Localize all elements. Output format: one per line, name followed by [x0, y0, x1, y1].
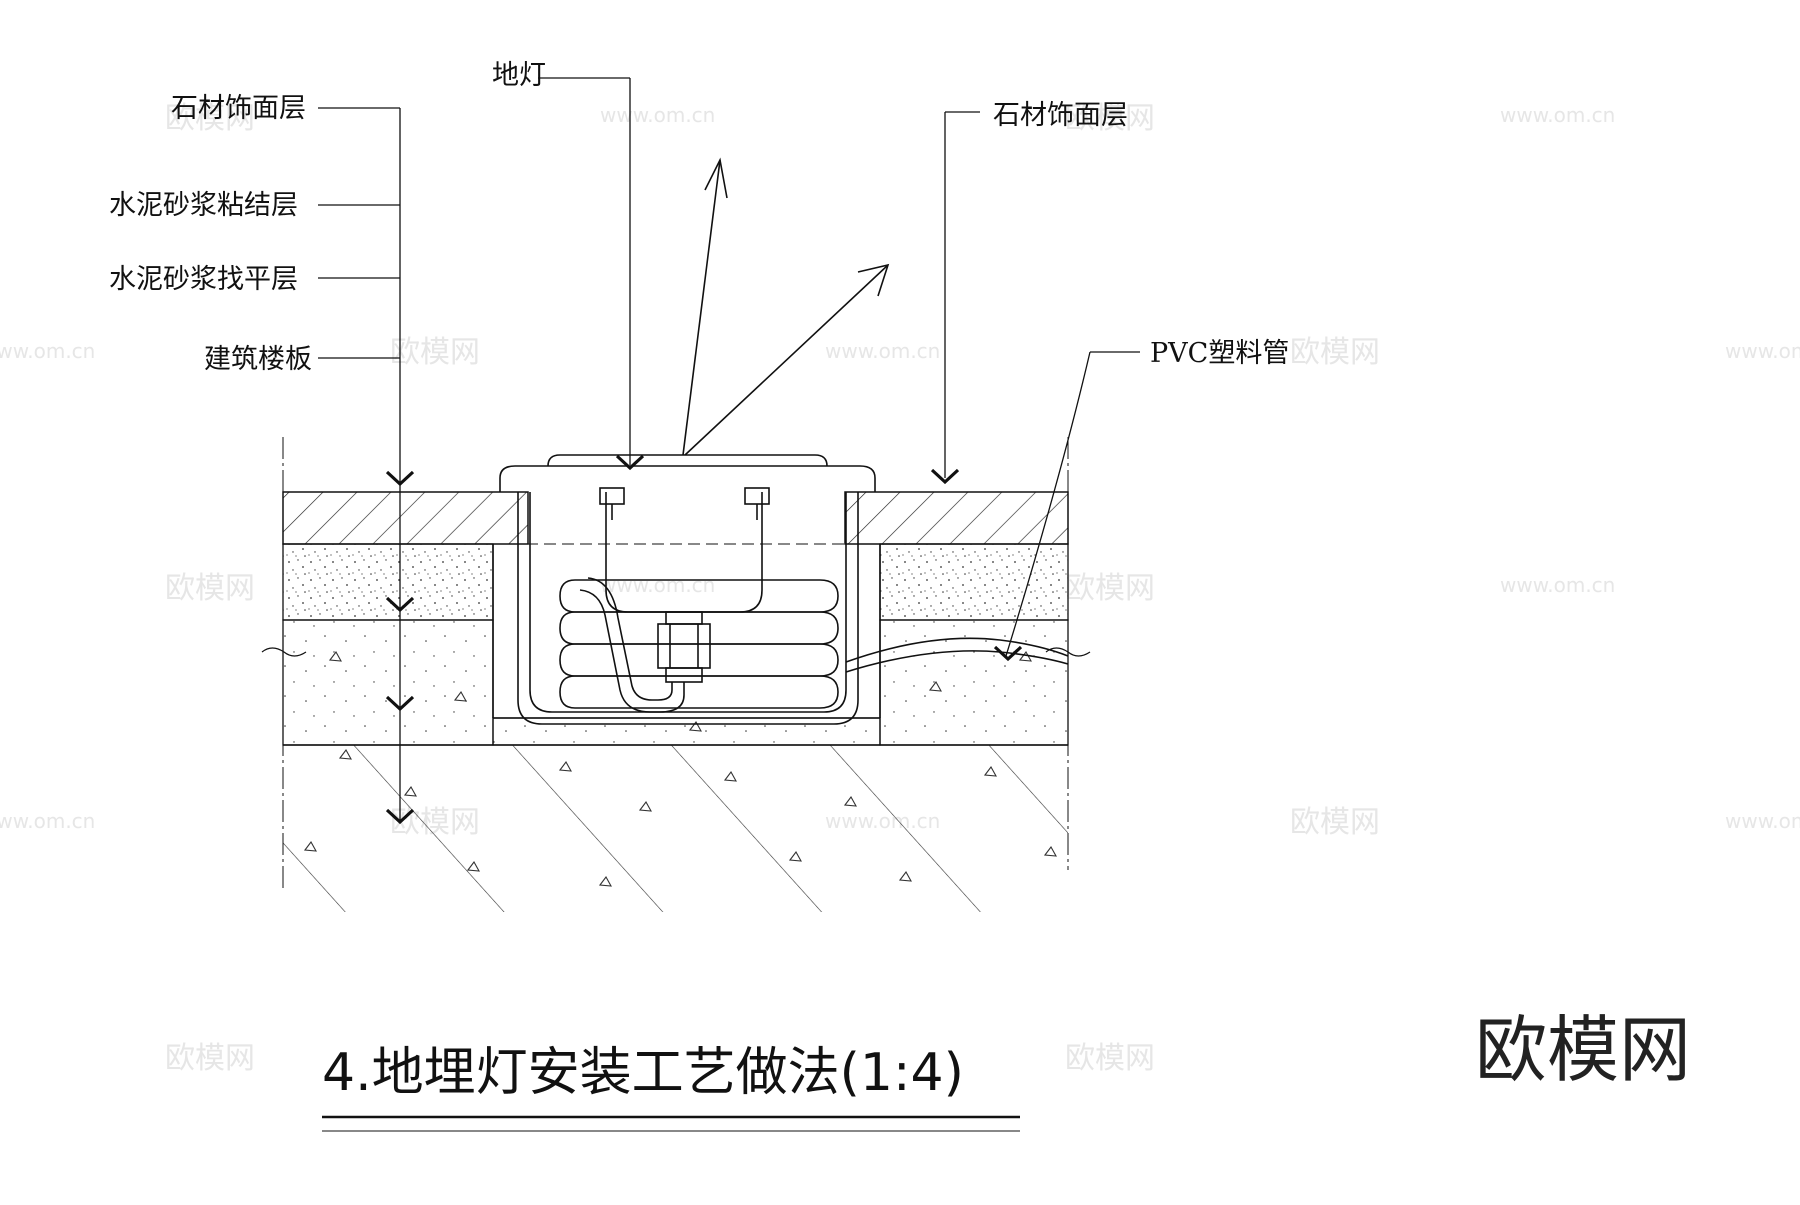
structural-slab [283, 745, 1068, 912]
lamp-cavity [490, 543, 883, 719]
label-stone-finish-left: 石材饰面层 [171, 93, 306, 124]
bonding-layer-right [879, 543, 1069, 621]
light-ray-arrows [682, 157, 890, 456]
leader-lines [318, 77, 1140, 820]
watermark-url: www.om.cn [1500, 573, 1615, 597]
watermark-url: www.om.cn [1500, 103, 1615, 127]
watermark-text: 欧模网 [1065, 1041, 1155, 1076]
watermark-url: www.om.cn [1725, 809, 1800, 833]
leveling-layer-right [879, 619, 1069, 746]
label-ground-lamp: 地灯 [492, 60, 546, 91]
label-stone-finish-right: 石材饰面层 [993, 100, 1128, 131]
page-title: 4.地埋灯安装工艺做法(1:4) [322, 1043, 964, 1103]
label-leveling-layer: 水泥砂浆找平层 [109, 264, 298, 295]
leveling-layer-left [282, 619, 494, 746]
aggregate-marks [303, 650, 1057, 887]
floor-layers [261, 437, 1091, 912]
watermark-url: www.om.cn [600, 573, 715, 597]
watermark-text: 欧模网 [390, 335, 480, 370]
watermark-text: 欧模网 [1290, 805, 1380, 840]
watermark-url: www.om.cn [600, 103, 715, 127]
label-floor-slab: 建筑楼板 [204, 344, 312, 375]
stone-layer-right [844, 491, 1069, 545]
watermark-text: 欧模网 [1065, 571, 1155, 606]
in-ground-light-fixture [499, 454, 1069, 725]
watermark-text: 欧模网 [165, 101, 255, 136]
watermark-text: 欧模网 [165, 571, 255, 606]
label-bonding-layer: 水泥砂浆粘结层 [109, 190, 298, 221]
watermark-url: www.om.cn [0, 339, 95, 363]
stone-layer-left [282, 491, 529, 545]
bonding-layer-left [282, 543, 494, 621]
brand-logo: 欧模网 [1475, 1008, 1691, 1092]
watermark-url: www.om.cn [0, 809, 95, 833]
leveling-layer-bottom [492, 717, 881, 746]
callout-labels: 石材饰面层 水泥砂浆粘结层 水泥砂浆找平层 建筑楼板 地灯 石材饰面层 PVC塑… [109, 60, 1289, 375]
watermark-url: www.om.cn [825, 339, 940, 363]
watermark-text: 欧模网 [1290, 335, 1380, 370]
label-pvc-pipe: PVC塑料管 [1150, 338, 1289, 369]
brand-text: 欧模网 [1475, 1008, 1691, 1092]
chevron-markers [385, 454, 1023, 825]
watermark-text: 欧模网 [1065, 101, 1155, 136]
drawing-title: 4.地埋灯安装工艺做法(1:4) [322, 1043, 1020, 1132]
watermark-text: 欧模网 [165, 1041, 255, 1076]
watermark-url: www.om.cn [1725, 339, 1800, 363]
